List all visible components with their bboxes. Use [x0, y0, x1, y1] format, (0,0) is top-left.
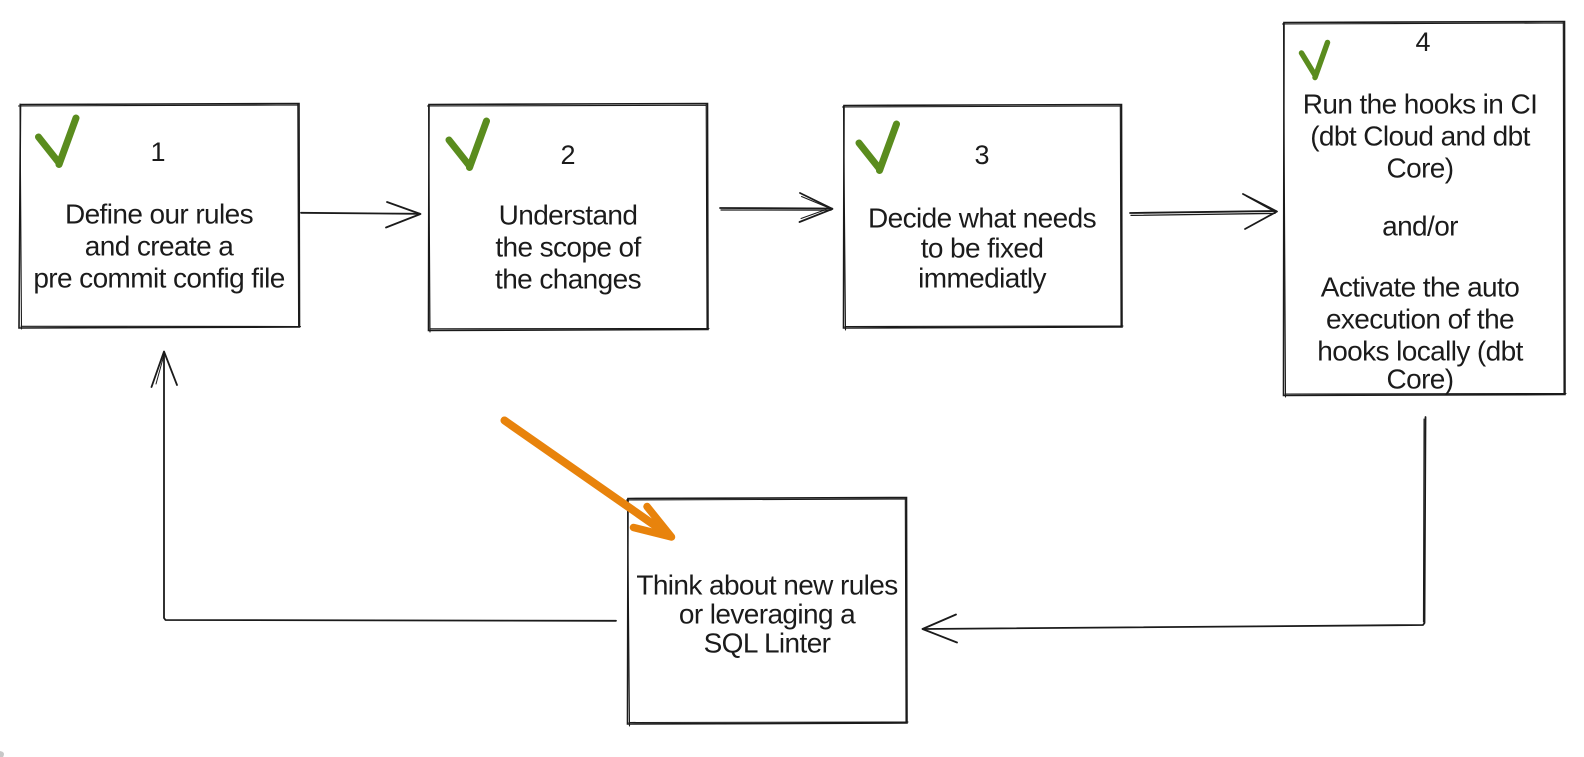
svg-text:hooks locally (dbt: hooks locally (dbt	[1317, 336, 1523, 367]
svg-text:and/or: and/or	[1382, 211, 1458, 242]
svg-text:to be fixed: to be fixed	[921, 233, 1044, 264]
svg-text:the changes: the changes	[495, 264, 641, 295]
svg-text:1: 1	[150, 137, 165, 167]
svg-text:Activate the auto: Activate the auto	[1321, 272, 1519, 303]
svg-text:4: 4	[1415, 27, 1430, 57]
svg-text:and create a: and create a	[85, 231, 234, 262]
svg-text:or leveraging a: or leveraging a	[679, 599, 856, 630]
svg-text:2: 2	[560, 140, 575, 170]
svg-text:Define our rules: Define our rules	[65, 199, 253, 230]
svg-text:Understand: Understand	[499, 200, 638, 231]
svg-text:3: 3	[974, 140, 989, 170]
svg-text:Decide what needs: Decide what needs	[868, 203, 1096, 234]
svg-text:Core): Core)	[1386, 153, 1453, 184]
svg-text:SQL Linter: SQL Linter	[704, 628, 831, 659]
svg-text:Think about new rules: Think about new rules	[636, 570, 897, 601]
svg-text:the scope of: the scope of	[495, 232, 641, 263]
svg-text:(dbt Cloud and dbt: (dbt Cloud and dbt	[1310, 121, 1530, 152]
svg-text:Core): Core)	[1386, 364, 1453, 395]
svg-text:execution of the: execution of the	[1326, 304, 1514, 335]
svg-text:Run the hooks in CI: Run the hooks in CI	[1303, 89, 1538, 120]
svg-text:immediatly: immediatly	[918, 263, 1046, 294]
svg-text:pre commit config file: pre commit config file	[33, 263, 284, 294]
